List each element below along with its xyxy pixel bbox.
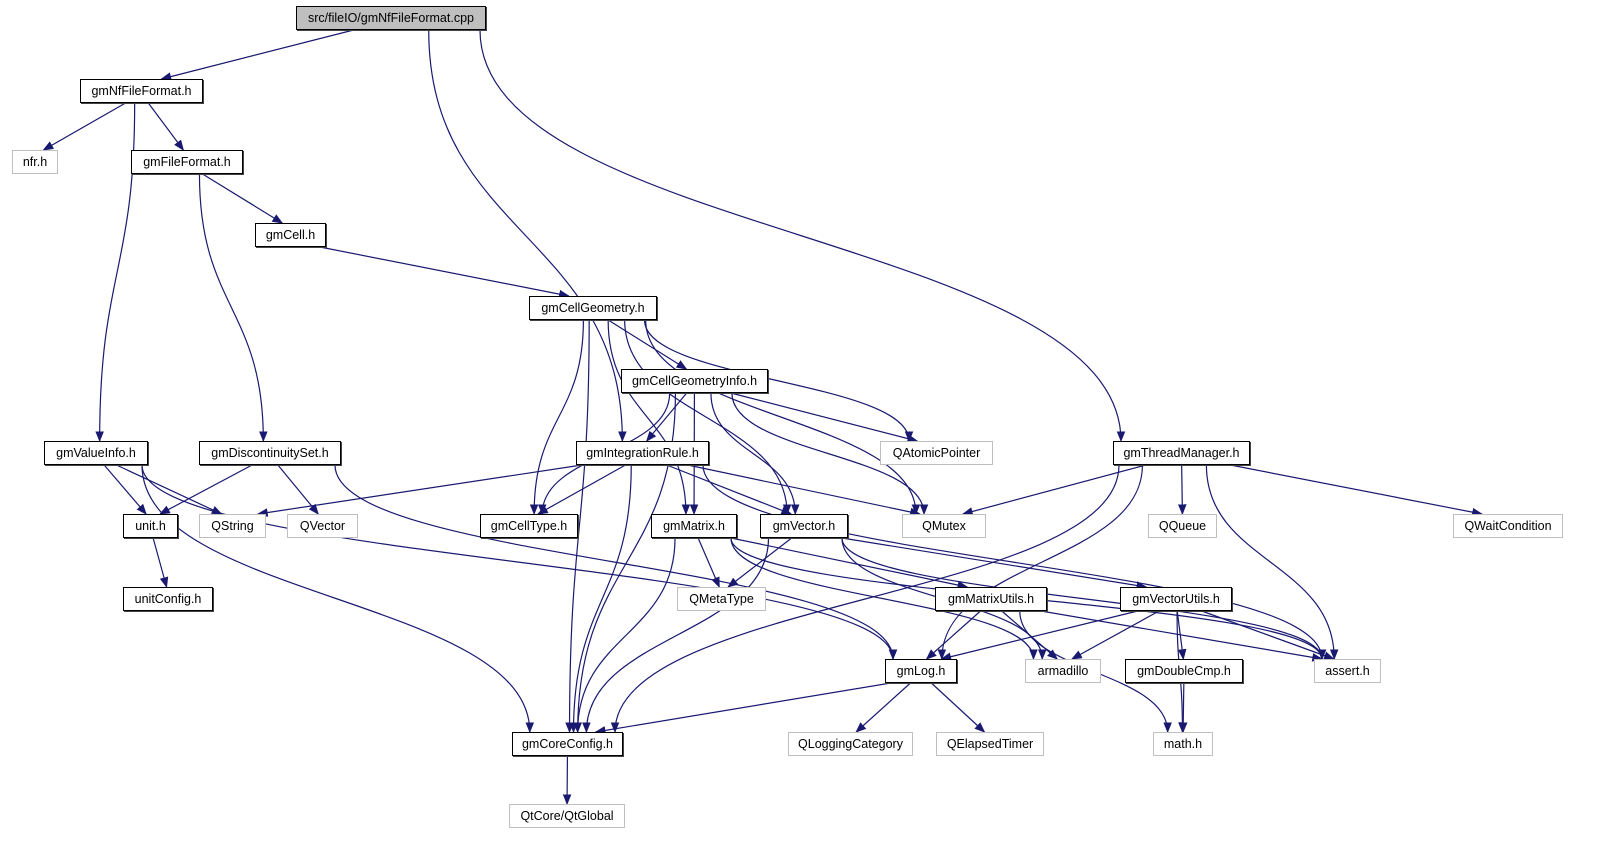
node-qstring: QString <box>199 514 266 538</box>
edge-gmIntegrationRule-to-assert <box>702 464 1327 661</box>
edge-unit-to-unitConfig <box>152 537 169 589</box>
edge-gmVector-to-QMetaType <box>727 537 792 588</box>
edge-gmValueInfo-to-unit <box>103 464 147 515</box>
edge-gmCellGeometry-to-QAtomicPointer <box>643 319 914 443</box>
edge-gmVector-to-gmCoreConfig <box>582 537 770 734</box>
edge-root-to-gmIntegrationRule <box>428 29 627 443</box>
edge-root-to-gmNfFileFormat <box>160 29 354 81</box>
node-qmetatype: QMetaType <box>677 587 766 611</box>
edge-gmCellGeometry-to-QMutex <box>645 319 921 516</box>
edge-gmVectorUtils-to-armadillo <box>1071 610 1160 660</box>
node-qloggingcategory: QLoggingCategory <box>788 732 913 756</box>
node-qqueue: QQueue <box>1148 514 1217 538</box>
edge-gmCellGeometry-to-gmCellType <box>529 319 584 516</box>
node-math-h: math.h <box>1153 732 1213 756</box>
node-gmmatrix-h[interactable]: gmMatrix.h <box>651 514 737 538</box>
node-assert-h: assert.h <box>1314 659 1381 683</box>
edge-gmMatrix-to-gmCoreConfig <box>573 537 676 734</box>
node-gmintegrationrule-h[interactable]: gmIntegrationRule.h <box>576 441 709 465</box>
node-gmthreadmanager-h[interactable]: gmThreadManager.h <box>1113 441 1250 465</box>
edge-gmValueInfo-to-QString <box>116 464 223 515</box>
node-qwaitcondition: QWaitCondition <box>1453 514 1563 538</box>
edge-gmValueInfo-to-gmLog <box>141 464 898 661</box>
edge-gmThreadManager-to-QMutex <box>961 464 1147 516</box>
node-armadillo: armadillo <box>1025 659 1101 683</box>
edge-gmIntegrationRule-to-gmVector <box>666 464 793 515</box>
node-qvector: QVector <box>287 514 358 538</box>
node-qatomicpointer: QAtomicPointer <box>880 441 993 465</box>
node-gmcelltype-h[interactable]: gmCellType.h <box>480 514 578 538</box>
edge-gmVector-to-gmVectorUtils <box>841 537 1148 590</box>
edge-gmFileFormat-to-gmDiscontinuitySet <box>198 173 268 443</box>
edge-gmMatrix-to-QMetaType <box>697 537 720 588</box>
edge-gmLog-to-gmCoreConfig <box>594 682 892 735</box>
edge-gmDiscontinuitySet-to-gmLog <box>334 464 898 661</box>
edge-gmCell-to-gmCellGeometry <box>319 246 570 299</box>
node-unit-h[interactable]: unit.h <box>123 514 178 538</box>
edge-gmCellGeometryInfo-to-gmVector <box>710 392 800 516</box>
edge-gmMatrixUtils-to-assert <box>1040 610 1324 662</box>
edge-gmLog-to-QElapsedTimer <box>930 682 986 733</box>
edge-gmCellGeometryInfo-to-gmIntegrationRule <box>645 392 688 442</box>
edge-gmMatrixUtils-to-gmLog <box>925 610 981 660</box>
edge-gmCellGeometry-to-gmVector <box>624 319 792 516</box>
node-gmcellgeometry-h[interactable]: gmCellGeometry.h <box>529 296 657 320</box>
node-qmutex: QMutex <box>902 514 986 538</box>
edge-gmCellGeometryInfo-to-QAtomicPointer <box>730 392 919 443</box>
node-nfr-h: nfr.h <box>12 150 58 174</box>
edge-gmIntegrationRule-to-gmCellType <box>537 464 626 515</box>
node-gmnffileformat-h[interactable]: gmNfFileFormat.h <box>80 79 203 103</box>
edge-gmThreadManager-to-QWaitCondition <box>1230 464 1483 517</box>
node-gmdiscontinuityset-h[interactable]: gmDiscontinuitySet.h <box>199 441 341 465</box>
edge-gmIntegrationRule-to-gmCoreConfig <box>569 464 632 734</box>
edge-gmCellGeometry-to-gmCellGeometryInfo <box>607 319 688 370</box>
node-gmdoublecmp-h[interactable]: gmDoubleCmp.h <box>1125 659 1243 683</box>
edge-gmThreadManager-to-assert <box>1205 464 1339 661</box>
edge-gmThreadManager-to-gmLog <box>937 464 1144 661</box>
edge-gmThreadManager-to-QQueue <box>1177 464 1187 516</box>
node-unitconfig-h[interactable]: unitConfig.h <box>123 587 213 611</box>
edge-gmThreadManager-to-gmCoreConfig <box>610 464 1120 734</box>
edge-gmVectorUtils-to-gmDoubleCmp <box>1176 610 1187 661</box>
edge-gmVectorUtils-to-gmLog <box>940 610 1138 661</box>
edge-gmCellGeometry-to-gmCoreConfig <box>565 319 590 734</box>
node-gmcellgeometryinfo-h[interactable]: gmCellGeometryInfo.h <box>621 369 768 393</box>
node-root-file[interactable]: src/fileIO/gmNfFileFormat.cpp <box>296 6 486 30</box>
edge-gmVector-to-assert <box>841 537 1327 661</box>
edge-gmMatrix-to-gmMatrixUtils <box>730 537 969 590</box>
edge-gmDiscontinuitySet-to-QVector <box>277 464 319 515</box>
node-gmvectorutils-h[interactable]: gmVectorUtils.h <box>1120 587 1232 611</box>
node-gmmatrixutils-h[interactable]: gmMatrixUtils.h <box>935 587 1047 611</box>
edge-gmFileFormat-to-gmCell <box>202 173 284 224</box>
edge-gmCellGeometry-to-gmMatrix <box>607 319 691 516</box>
edge-gmIntegrationRule-to-QMutex <box>687 464 921 517</box>
edge-gmNfFileFormat-to-gmValueInfo <box>95 102 136 443</box>
edge-gmCellGeometryInfo-to-QMutex <box>731 392 929 516</box>
node-gmvalueinfo-h[interactable]: gmValueInfo.h <box>44 441 148 465</box>
node-gmcoreconfig-h[interactable]: gmCoreConfig.h <box>512 732 623 756</box>
node-qtcore-qtglobal: QtCore/QtGlobal <box>509 804 625 828</box>
node-qelapsedtimer: QElapsedTimer <box>936 732 1044 756</box>
edge-gmIntegrationRule-to-QString <box>256 464 583 517</box>
edge-gmVectorUtils-to-assert <box>1201 610 1335 660</box>
node-gmcell-h[interactable]: gmCell.h <box>255 223 326 247</box>
edge-gmNfFileFormat-to-gmFileFormat <box>147 102 185 151</box>
edge-gmNfFileFormat-to-nfr <box>42 102 126 151</box>
edge-gmDiscontinuitySet-to-unit <box>159 464 253 515</box>
edge-gmDoubleCmp-to-math <box>1178 682 1188 734</box>
node-gmvector-h[interactable]: gmVector.h <box>760 514 848 538</box>
edge-root-to-gmThreadManager <box>479 29 1126 443</box>
edge-gmMatrix-to-armadillo <box>730 537 1038 661</box>
node-gmfileformat-h[interactable]: gmFileFormat.h <box>131 150 243 174</box>
node-gmlog-h[interactable]: gmLog.h <box>885 659 957 683</box>
edge-gmLog-to-QLoggingCategory <box>855 682 911 733</box>
